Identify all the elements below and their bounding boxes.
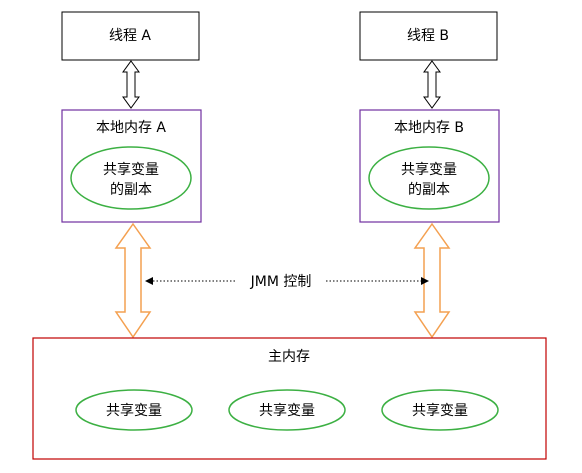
local-memory-b-copy-ellipse <box>368 146 490 210</box>
main-shared-var-1: 共享变量 <box>106 402 162 419</box>
main-shared-var-3: 共享变量 <box>412 402 468 419</box>
main-memory-label: 主内存 <box>268 349 310 365</box>
local-memory-a-copy-line1: 共享变量 <box>103 161 159 178</box>
main-shared-var-1-ellipse <box>75 389 193 431</box>
local-memory-a-copy-line2: 的副本 <box>110 182 152 198</box>
local-memory-b-box: 本地内存 B 共享变量 的副本 <box>359 109 500 223</box>
local-memory-a-label: 本地内存 A <box>96 120 166 136</box>
local-memory-a-box: 本地内存 A 共享变量 的副本 <box>61 109 202 223</box>
thread-b-to-local-b-arrow <box>423 60 441 109</box>
thread-a-to-local-a-arrow <box>122 60 140 109</box>
main-shared-var-2-ellipse <box>228 389 346 431</box>
jmm-control-label: JMM 控制 <box>250 274 312 290</box>
main-memory-box: 主内存 共享变量 共享变量 共享变量 <box>32 337 547 460</box>
thread-a-label: 线程 A <box>109 28 151 44</box>
main-shared-var-3-ellipse <box>381 389 499 431</box>
thread-a-box: 线程 A <box>61 11 200 61</box>
local-memory-b-copy-line2: 的副本 <box>408 182 450 198</box>
local-a-to-main-arrow <box>114 222 152 339</box>
thread-b-box: 线程 B <box>359 11 498 61</box>
thread-b-label: 线程 B <box>407 28 449 44</box>
local-memory-b-copy-line1: 共享变量 <box>401 161 457 178</box>
local-memory-a-copy-ellipse <box>70 146 192 210</box>
main-shared-var-2: 共享变量 <box>259 402 315 419</box>
local-memory-b-label: 本地内存 B <box>394 120 464 136</box>
local-b-to-main-arrow <box>413 222 451 339</box>
